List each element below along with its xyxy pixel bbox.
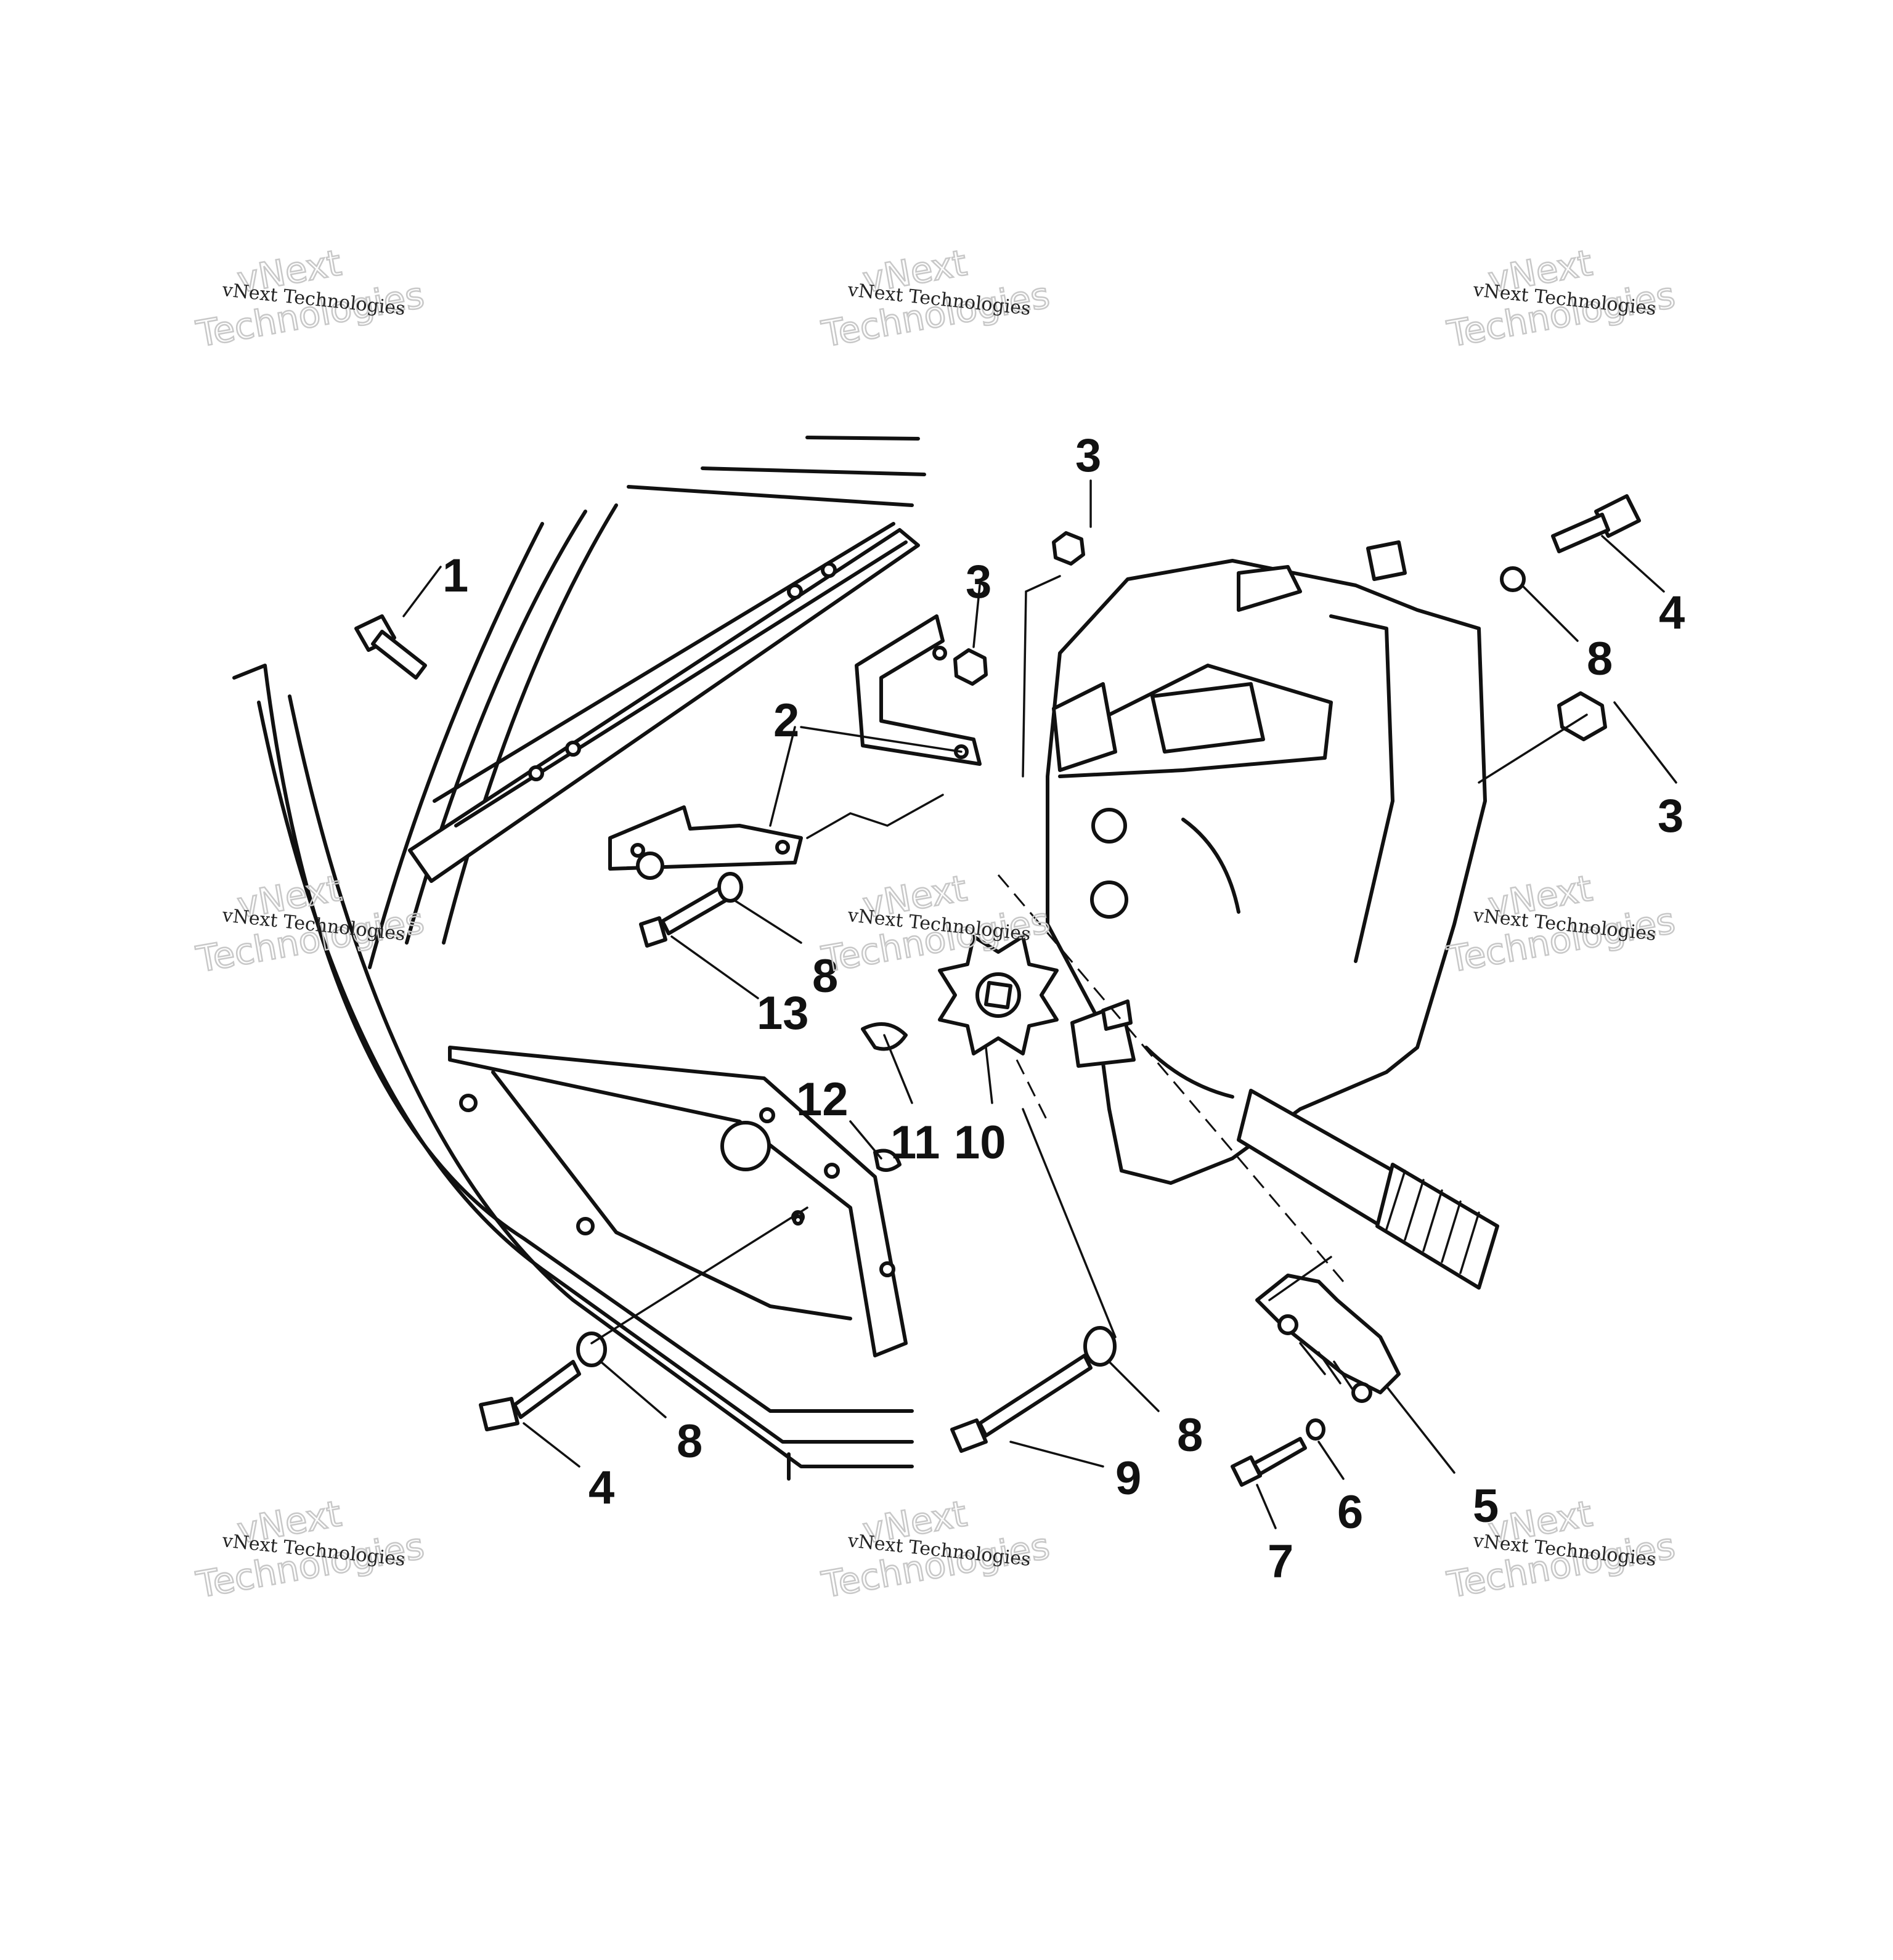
callout-8-mid: 8 [812, 950, 838, 1002]
callout-13: 13 [757, 987, 809, 1039]
callout-11: 11 [890, 1116, 940, 1169]
drive-sprocket [938, 935, 1059, 1122]
callout-3-right: 3 [1658, 790, 1683, 842]
callout-3-mid: 3 [966, 556, 991, 608]
callout-10: 10 [954, 1116, 1006, 1169]
watermark-mid-right: vNext Technologies vNext Technologies [1443, 866, 1679, 982]
watermark-top-right: vNext Technologies vNext Technologies [1443, 241, 1679, 356]
watermark-mid-left: vNext Technologies vNext Technologies [192, 866, 428, 982]
callout-8-top: 8 [1587, 633, 1613, 685]
callout-5: 5 [1473, 1480, 1499, 1532]
watermark-top-left: vNext Technologies vNext Technologies [192, 241, 428, 356]
callout-12: 12 [796, 1073, 849, 1126]
watermark-top-center: vNext Technologies vNext Technologies [818, 241, 1053, 356]
callout-4-bottom: 4 [588, 1462, 614, 1514]
callout-7: 7 [1268, 1535, 1293, 1588]
callout-labels: 1 2 3 3 3 4 4 5 6 7 8 8 8 8 9 10 11 12 1… [442, 429, 1685, 1588]
watermark-bottom-left: vNext Technologies vNext Technologies [192, 1492, 428, 1607]
callout-3-top: 3 [1075, 429, 1101, 482]
callout-2: 2 [773, 694, 799, 747]
callout-8-bottom-right: 8 [1177, 1409, 1203, 1462]
callout-1: 1 [442, 550, 468, 602]
callout-9: 9 [1115, 1452, 1141, 1505]
watermark-bottom-center: vNext Technologies vNext Technologies [818, 1492, 1053, 1607]
callout-4-top: 4 [1659, 587, 1685, 639]
leader-lines [402, 479, 1677, 1529]
fasteners [354, 494, 1641, 1487]
frame [232, 436, 926, 1481]
transaxle [997, 540, 1499, 1290]
callout-6: 6 [1337, 1486, 1363, 1539]
callout-8-bottom-left: 8 [677, 1415, 702, 1468]
